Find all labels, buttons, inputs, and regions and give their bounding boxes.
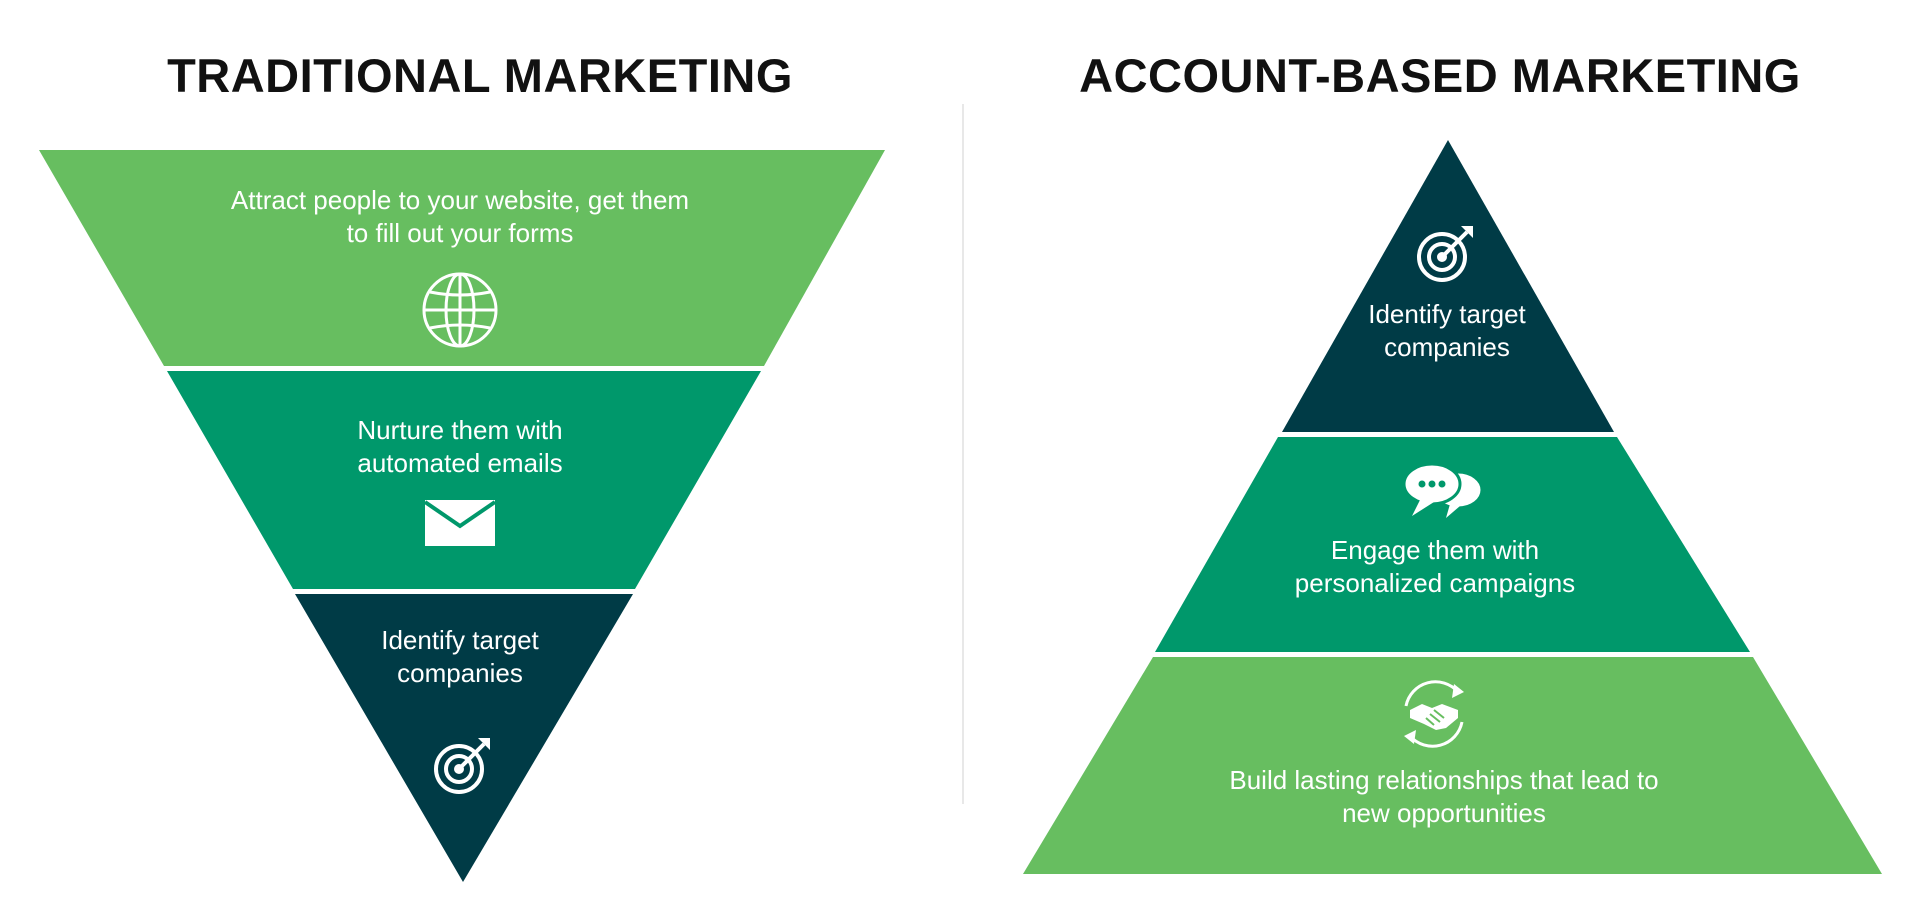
funnel-tier-bottom-label: Identify target companies — [381, 625, 539, 688]
pyramid-tier-middle — [1155, 437, 1750, 652]
pyramid-tier-top — [1282, 140, 1614, 432]
funnel-tier-top — [39, 150, 885, 366]
traditional-funnel — [39, 150, 885, 882]
funnel-tier-bottom — [295, 594, 633, 882]
account-based-marketing-title: ACCOUNT-BASED MARKETING — [1079, 49, 1801, 102]
pyramid-tier-middle-label: Engage them with personalized campaigns — [1294, 535, 1576, 598]
traditional-marketing-title: TRADITIONAL MARKETING — [167, 49, 793, 102]
globe-icon — [422, 272, 498, 348]
chat-bubbles-icon — [1402, 462, 1484, 518]
funnel-tier-top-label: Attract people to your website, get them… — [230, 185, 690, 248]
pyramid-tier-bottom — [1023, 657, 1882, 874]
pyramid-tier-bottom-label: Build lasting relationships that lead to… — [1229, 765, 1659, 828]
column-divider — [962, 104, 964, 804]
pyramid-tier-top-label: Identify target companies — [1368, 299, 1526, 362]
target-icon — [1417, 226, 1473, 282]
envelope-icon — [425, 500, 495, 546]
funnel-tier-middle-label: Nurture them with automated emails — [357, 415, 563, 478]
target-icon — [434, 738, 490, 794]
funnel-tier-middle — [167, 371, 761, 589]
account-based-pyramid — [1023, 140, 1882, 874]
handshake-icon — [1404, 680, 1464, 748]
